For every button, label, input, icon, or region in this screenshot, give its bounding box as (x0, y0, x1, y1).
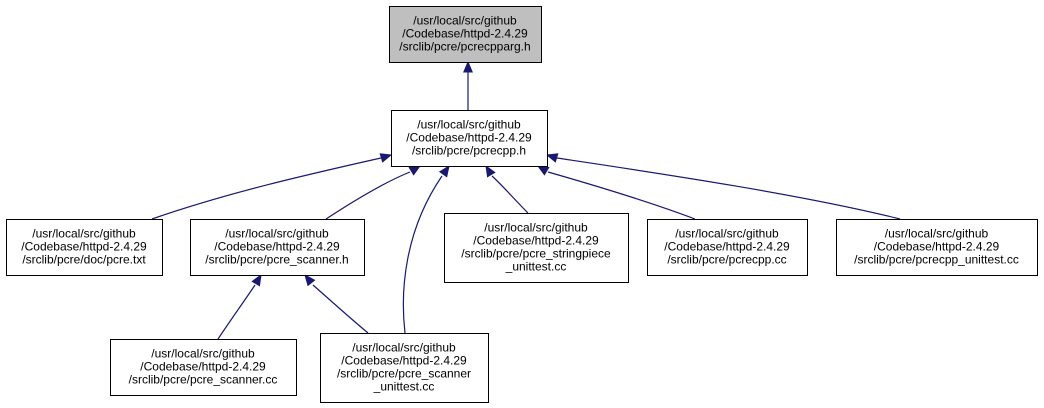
node-pcrecpp_cc[interactable]: /usr/local/src/github/Codebase/httpd-2.4… (647, 219, 808, 276)
edge-pcre_txt-to-pcrecpp_h (151, 153, 393, 220)
node-label-line: /Codebase/httpd-2.4.29 (406, 131, 532, 145)
node-box[interactable] (836, 219, 1038, 276)
arrowhead (536, 165, 550, 176)
node-pcrecpparg_h[interactable]: /usr/local/src/github/Codebase/httpd-2.4… (389, 6, 542, 63)
edge-pcrecpp_cc-to-pcrecpp_h (536, 165, 696, 220)
node-label-line: /Codebase/httpd-2.4.29 (214, 240, 340, 254)
node-label-line: /srclib/pcre/pcrecpparg.h (399, 40, 530, 54)
node-label-line: /Codebase/httpd-2.4.29 (874, 240, 1000, 254)
node-label-line: /usr/local/src/github (675, 227, 779, 241)
arrowhead (485, 164, 496, 178)
node-box[interactable] (647, 219, 808, 276)
edge-pcrecpp_unittest_cc-to-pcrecpp_h (545, 153, 901, 220)
root-node-box[interactable] (389, 6, 542, 63)
node-label-line: /Codebase/httpd-2.4.29 (140, 360, 266, 374)
node-label-line: /usr/local/src/github (413, 14, 517, 28)
node-label-line: /usr/local/src/github (151, 347, 255, 361)
node-label-line: _unittest.cc (373, 380, 435, 394)
arrowhead (545, 153, 559, 163)
edge-line (402, 175, 443, 334)
arrowhead (304, 273, 316, 287)
node-box[interactable] (320, 333, 489, 403)
node-label-line: /usr/local/src/github (484, 221, 588, 235)
arrowhead (438, 164, 450, 178)
node-label-line: /usr/local/src/github (417, 118, 521, 132)
node-label-line: /Codebase/httpd-2.4.29 (21, 240, 147, 254)
edge-line (312, 284, 369, 334)
edge-line (491, 175, 529, 214)
node-box[interactable] (110, 339, 297, 396)
node-label-line: /Codebase/httpd-2.4.29 (341, 354, 467, 368)
edge-pcre_scanner_unittest_cc-to-pcrecpp_h (402, 164, 450, 334)
edge-line (151, 157, 382, 220)
node-label-line: /srclib/pcre/pcrecpp.cc (667, 253, 786, 267)
node-box[interactable] (190, 219, 365, 276)
edge-pcre_scanner_h-to-pcrecpp_h (325, 165, 422, 220)
edge-pcre_scanner_cc-to-pcre_scanner_h (217, 273, 262, 340)
edge-line (556, 157, 901, 220)
edges-layer (151, 60, 901, 340)
node-label-line: /usr/local/src/github (225, 227, 329, 241)
edge-pcre_scanner_unittest_cc-to-pcre_scanner_h (304, 273, 369, 334)
arrowhead (408, 165, 422, 176)
node-label-line: /srclib/pcre/pcre_scanner.cc (129, 373, 278, 387)
node-label-line: /srclib/pcre/pcre_scanner.h (205, 253, 348, 267)
node-label-line: /srclib/pcre/pcrecpp_unittest.cc (854, 253, 1019, 267)
node-box[interactable] (6, 219, 163, 276)
node-pcre_scanner_h[interactable]: /usr/local/src/github/Codebase/httpd-2.4… (190, 219, 365, 276)
arrowhead (251, 273, 262, 287)
node-label-line: /usr/local/src/github (32, 227, 136, 241)
node-label-line: /Codebase/httpd-2.4.29 (402, 27, 528, 41)
node-label-line: /srclib/pcre/pcre_scanner (337, 367, 471, 381)
node-pcre_scanner_unittest_cc[interactable]: /usr/local/src/github/Codebase/httpd-2.4… (320, 333, 489, 403)
node-label-line: /srclib/pcre/pcrecpp.h (412, 144, 526, 158)
node-pcre_stringpiece_unittest_cc[interactable]: /usr/local/src/github/Codebase/httpd-2.4… (444, 213, 629, 283)
node-pcre_scanner_cc[interactable]: /usr/local/src/github/Codebase/httpd-2.4… (110, 339, 297, 396)
node-pcrecpp_unittest_cc[interactable]: /usr/local/src/github/Codebase/httpd-2.4… (836, 219, 1038, 276)
arrowhead (463, 60, 473, 73)
edge-line (217, 284, 256, 340)
edge-pcrecpp_h-to-pcrecpparg_h (463, 60, 473, 110)
edge-line (325, 171, 411, 220)
node-label-line: /usr/local/src/github (885, 227, 989, 241)
nodes-layer: /usr/local/src/github/Codebase/httpd-2.4… (6, 6, 1038, 403)
node-label-line: /srclib/pcre/doc/pcre.txt (22, 253, 146, 267)
node-label-line: /Codebase/httpd-2.4.29 (473, 234, 599, 248)
node-label-line: /Codebase/httpd-2.4.29 (664, 240, 790, 254)
edge-pcre_stringpiece_unittest_cc-to-pcrecpp_h (485, 164, 529, 214)
node-box[interactable] (391, 110, 548, 167)
node-label-line: /srclib/pcre/pcre_stringpiece (461, 247, 611, 261)
node-box[interactable] (444, 213, 629, 283)
node-label-line: /usr/local/src/github (352, 341, 456, 355)
node-pcre_txt[interactable]: /usr/local/src/github/Codebase/httpd-2.4… (6, 219, 163, 276)
edge-line (547, 171, 696, 220)
arrowhead (379, 153, 393, 163)
node-pcrecpp_h[interactable]: /usr/local/src/github/Codebase/httpd-2.4… (391, 110, 548, 167)
node-label-line: _unittest.cc (505, 260, 567, 274)
